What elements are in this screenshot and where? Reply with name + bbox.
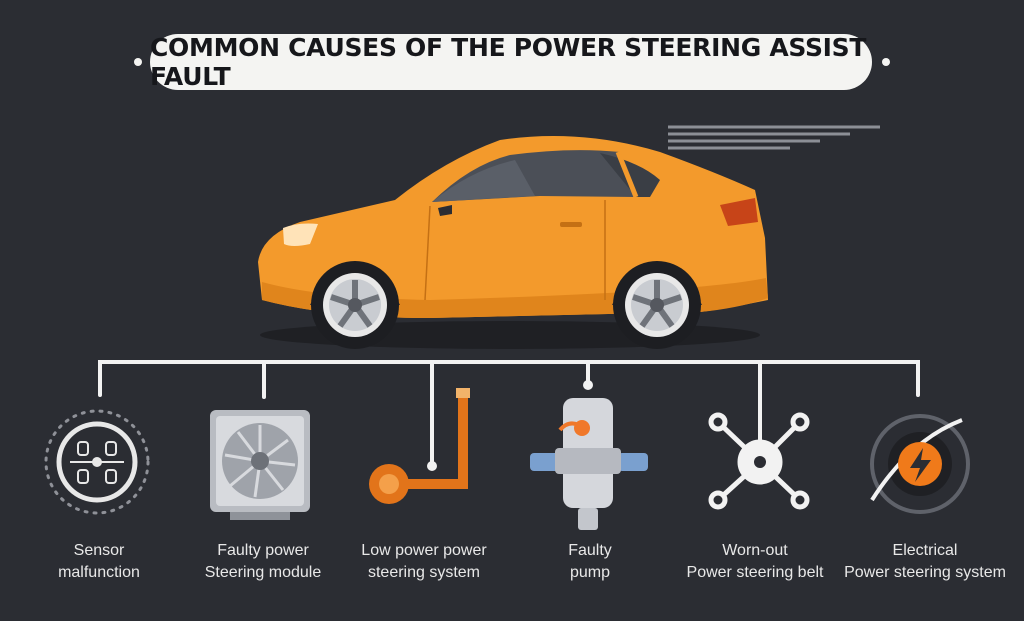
cause-label-low-power: Low power power steering system (361, 542, 487, 581)
title-banner: COMMON CAUSES OF THE POWER STEERING ASSI… (150, 33, 872, 91)
cause-label-belt: Worn-out Power steering belt (686, 542, 824, 581)
cause-label-pump: Faulty pump (568, 542, 612, 581)
speed-lines-icon (668, 125, 880, 150)
page-title: COMMON CAUSES OF THE POWER STEERING ASSI… (150, 33, 867, 91)
front-wheel-icon (311, 261, 399, 349)
lightning-icon (870, 414, 970, 514)
fluid-pipe-icon (369, 388, 470, 504)
cause-label-electrical: Electrical Power steering system (844, 542, 1006, 581)
pump-icon (530, 380, 648, 530)
belt-pulley-icon (708, 412, 810, 510)
sensor-icon (44, 409, 150, 515)
title-dot-right (882, 58, 890, 66)
rear-wheel-icon (613, 261, 701, 349)
cause-label-steering-module: Faulty power Steering module (204, 542, 322, 581)
cause-label-sensor: Sensor malfunction (58, 542, 140, 581)
steering-module-icon (210, 410, 310, 520)
connector-lines (98, 360, 920, 468)
title-dot-left (134, 58, 142, 66)
